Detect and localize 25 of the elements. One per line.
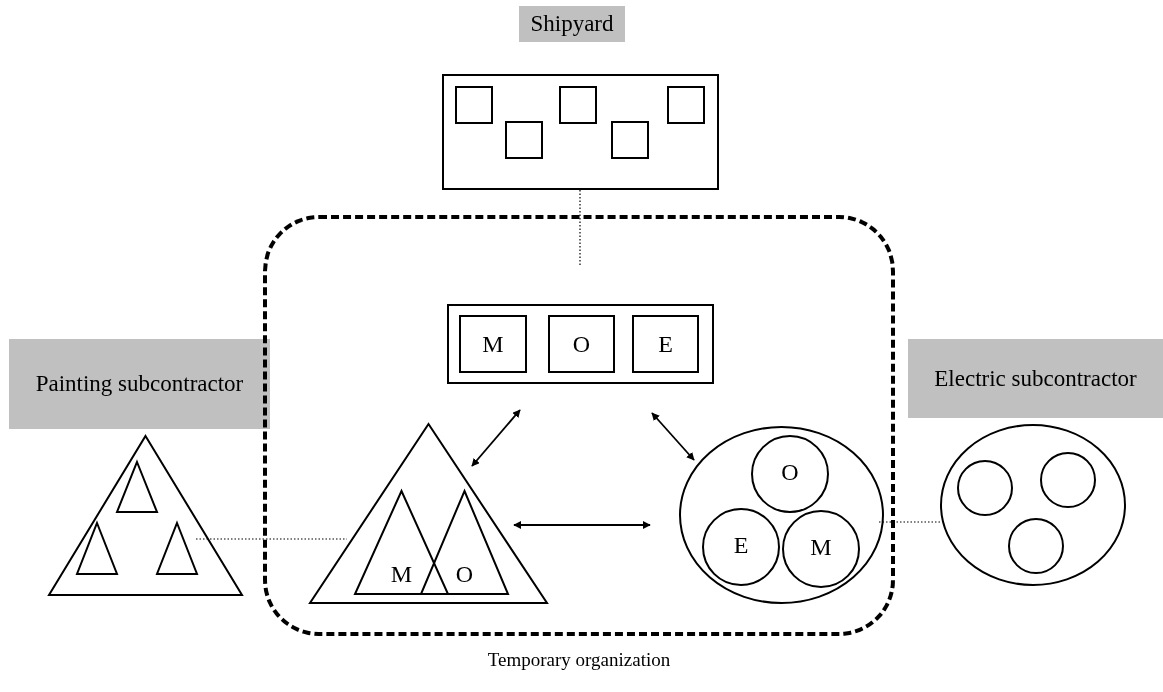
title-box: Shipyard (519, 6, 625, 42)
square-box (505, 121, 543, 159)
title-box: Painting subcontractor (9, 339, 270, 429)
double-arrow (513, 521, 651, 529)
container-box (442, 74, 719, 190)
letter-box: O (548, 315, 615, 373)
letter-label: O (781, 460, 799, 484)
dotted-line (579, 189, 581, 266)
dotted-line (195, 538, 348, 540)
caption-text: Temporary organization (487, 648, 671, 672)
letter-label: M (390, 562, 413, 586)
letter-box: M (459, 315, 527, 373)
double-arrow (651, 412, 695, 461)
letter-label: E (733, 533, 749, 557)
letter-box: E (632, 315, 699, 373)
double-arrow (471, 409, 521, 467)
title-box: Electric subcontractor (908, 339, 1163, 418)
square-box (559, 86, 597, 124)
square-box (667, 86, 705, 124)
letter-label: O (455, 562, 474, 586)
square-box (611, 121, 649, 159)
container-box (447, 304, 714, 384)
dotted-line (878, 521, 942, 523)
square-box (455, 86, 493, 124)
letter-label: M (810, 535, 832, 559)
